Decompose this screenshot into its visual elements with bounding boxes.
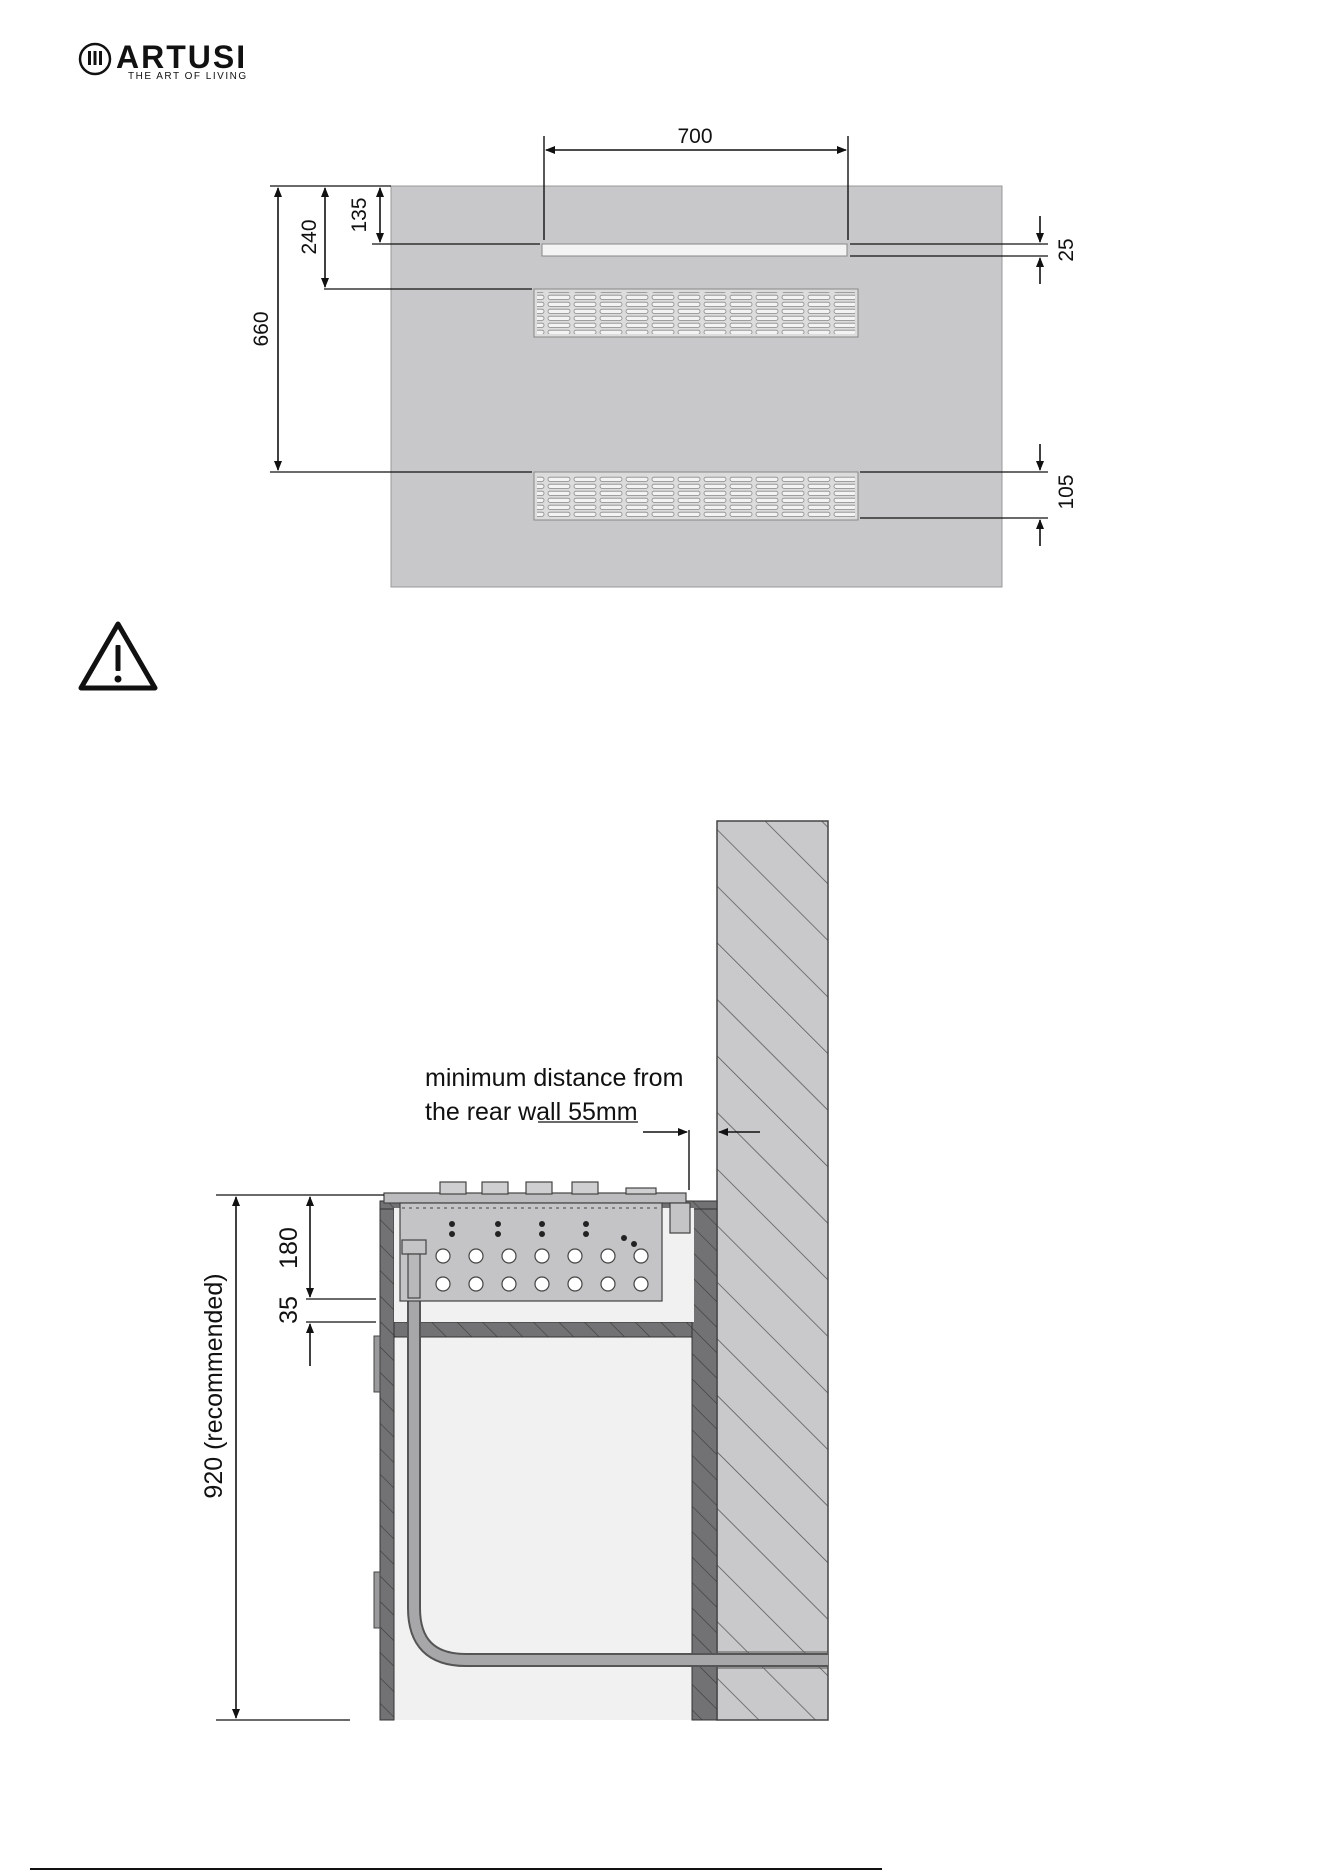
footer-rule (30, 1868, 882, 1870)
dim-label-180: 180 (275, 1227, 303, 1269)
hob-unit (384, 1182, 690, 1301)
wall-distance-note-line1: minimum distance from (425, 1064, 683, 1092)
cabinet-right-side (692, 1201, 717, 1720)
rear-wall (717, 821, 828, 1720)
cabinet-left-side (380, 1201, 394, 1720)
cabinet-shelf (394, 1322, 692, 1337)
dim-label-35: 35 (275, 1296, 303, 1324)
dim-label-920: 920 (recommended) (200, 1273, 228, 1498)
